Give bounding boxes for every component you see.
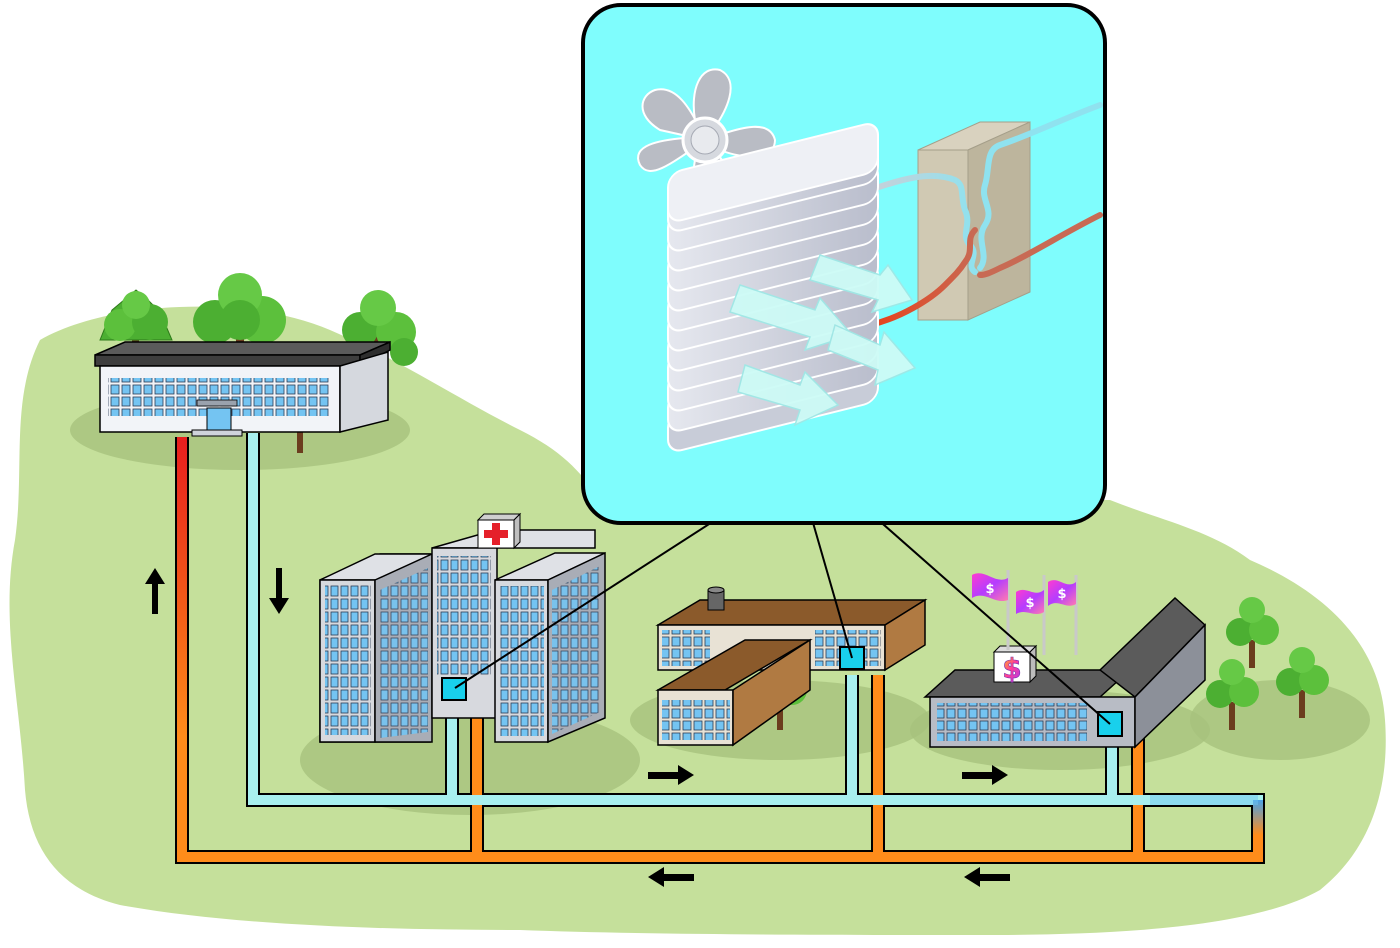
flag-text: $ bbox=[985, 582, 994, 597]
air-flow-arrows bbox=[729, 254, 917, 427]
flow-arrow-right-1 bbox=[648, 765, 694, 785]
flag-text: $ bbox=[1057, 587, 1066, 602]
flow-arrows bbox=[145, 568, 1010, 887]
factory-branch bbox=[845, 675, 885, 857]
bank-badge-text: $ bbox=[1002, 652, 1021, 685]
hospital-unit-marker bbox=[441, 677, 467, 701]
flag-icon: $ bbox=[972, 570, 1010, 650]
tree-icon bbox=[1226, 597, 1279, 668]
tree-icon bbox=[1206, 659, 1259, 730]
flow-arrow-up bbox=[145, 568, 165, 614]
fan-icon bbox=[637, 68, 777, 207]
bank-building: $ $ $ $ bbox=[923, 570, 1207, 749]
red-cross-icon bbox=[476, 512, 522, 550]
flag-text: $ bbox=[1025, 596, 1034, 611]
tree-icon bbox=[193, 273, 286, 350]
dollar-sign-icon: $ bbox=[992, 644, 1038, 685]
flag-icon: $ bbox=[1048, 575, 1078, 655]
hospital-branch bbox=[445, 715, 484, 857]
flow-arrow-left-1 bbox=[648, 867, 694, 887]
flag-icon: $ bbox=[1016, 575, 1046, 655]
heat-exchanger-inset bbox=[581, 3, 1107, 525]
tree-icon bbox=[99, 289, 173, 355]
central-plant-building bbox=[94, 340, 391, 437]
hospital-building bbox=[319, 512, 606, 744]
pipe-network bbox=[175, 433, 1265, 864]
flow-arrow-right-2 bbox=[962, 765, 1008, 785]
flow-arrow-down bbox=[269, 568, 289, 614]
tree-icon bbox=[1276, 647, 1329, 718]
inset-pipes bbox=[867, 102, 1103, 328]
flow-arrow-left-2 bbox=[964, 867, 1010, 887]
